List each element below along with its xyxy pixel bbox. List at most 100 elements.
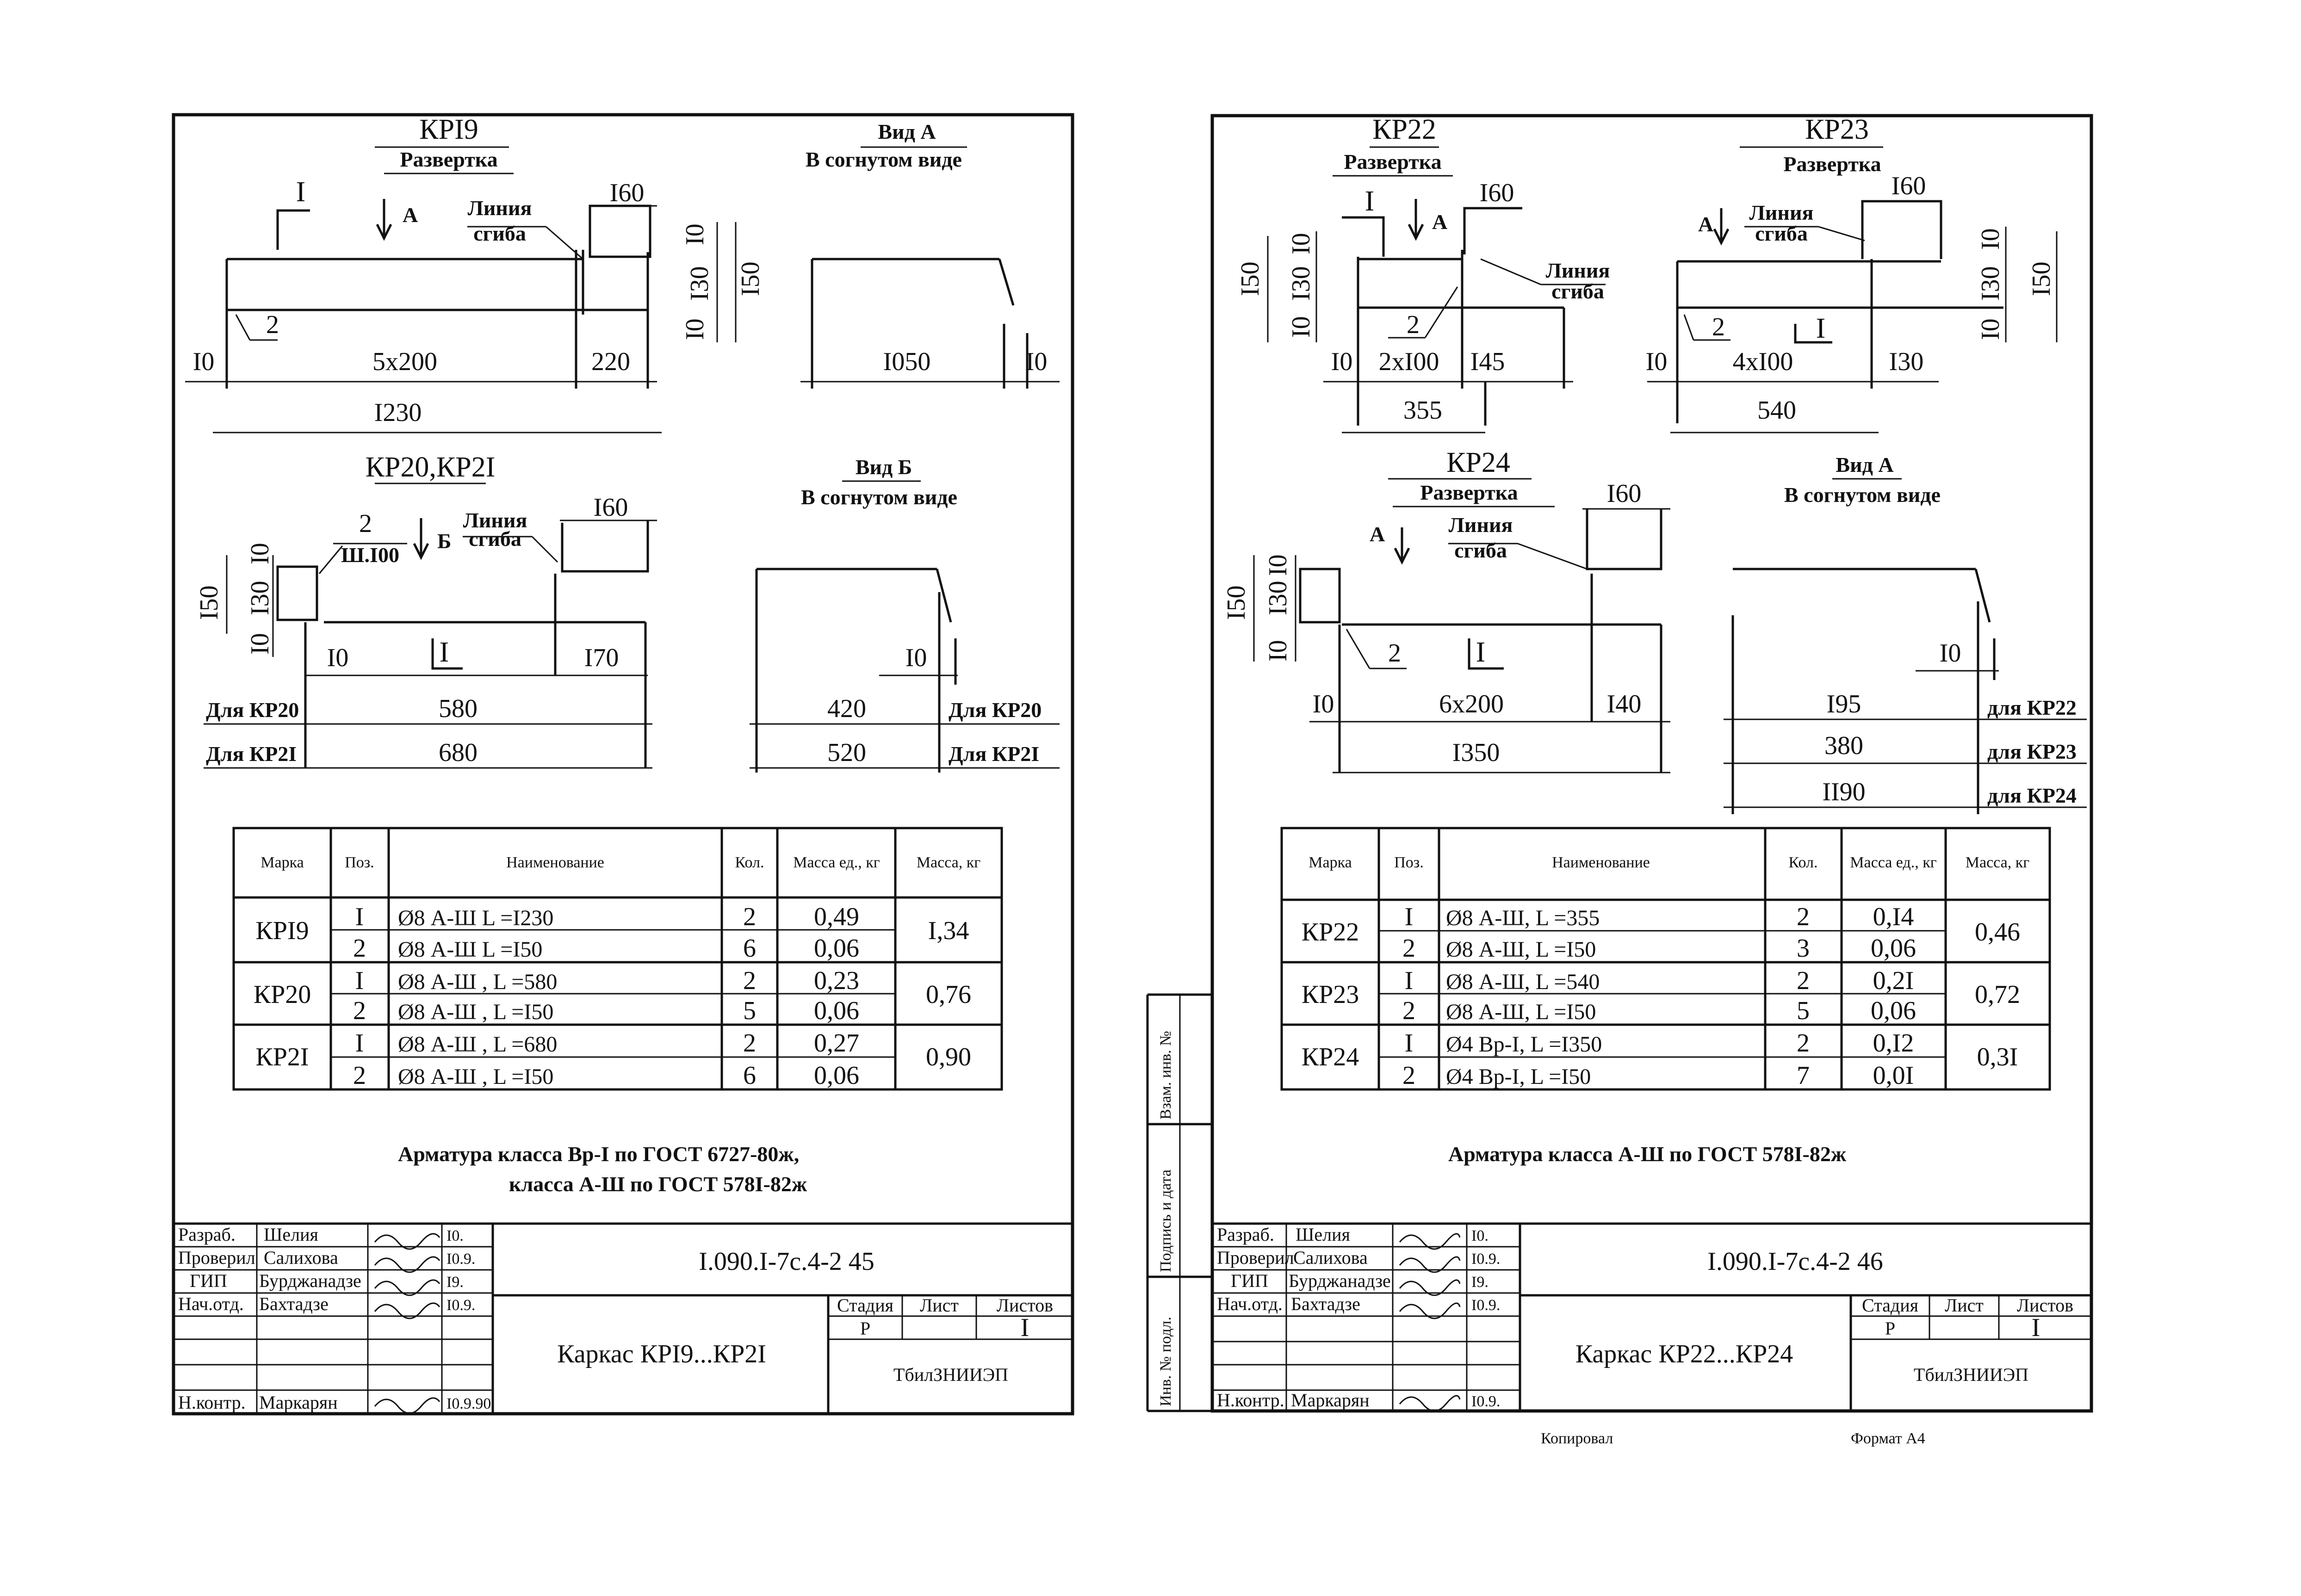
- row-name: Ø8 А-Ш L =I230: [398, 906, 553, 930]
- row-name: Ø8 А-Ш, L =540: [1446, 970, 1600, 994]
- dim-10: I0: [327, 643, 349, 672]
- mark-kr24: КР24: [1446, 447, 1510, 478]
- dim-160: I60: [1607, 479, 1642, 508]
- view-arrow-label: A: [1698, 212, 1713, 236]
- person-name: Бахтадзе: [1291, 1293, 1360, 1314]
- row-qty: 2: [743, 1029, 756, 1058]
- dim-150: I50: [1222, 585, 1251, 620]
- dim-10: I0: [246, 633, 274, 655]
- view-title: Вид Б: [856, 455, 912, 479]
- row-pos: I: [1405, 903, 1414, 931]
- table-row: КР20 I Ø8 А-Ш , L =580 2 0,23 2 Ø8 А-Ш ,…: [254, 966, 971, 1025]
- length-kr20: 580: [439, 694, 478, 723]
- dim-150: I50: [1236, 261, 1265, 296]
- dim-total: 540: [1757, 396, 1796, 425]
- row-qty: 2: [743, 903, 756, 931]
- table-row: КРI9 I Ø8 А-Ш L =I230 2 0,49 2 Ø8 А-Ш L …: [255, 903, 969, 963]
- mark-kr20-kr21: КР20,КР2I: [366, 452, 496, 483]
- label-for-kr24: для КР24: [1987, 784, 2077, 807]
- view-subtitle: В согнутом виде: [806, 148, 962, 171]
- person-name: Салихова: [264, 1247, 338, 1268]
- row-name: Ø8 А-Ш, L =355: [1446, 906, 1600, 930]
- signature: [374, 1302, 440, 1319]
- role-label: Проверил: [178, 1247, 255, 1268]
- view-subtitle: В согнутом виде: [801, 485, 957, 509]
- organization: ТбилЗНИИЭП: [1914, 1364, 2028, 1385]
- row-qty: 3: [1797, 934, 1810, 963]
- table-header: Наименование: [1552, 854, 1650, 871]
- dim-end: I0: [1940, 639, 1961, 668]
- signature: [374, 1397, 440, 1414]
- row-name: Ø8 А-Ш, L =I50: [1446, 937, 1596, 962]
- row-mark: КР2I: [255, 1043, 309, 1071]
- dim-150: I50: [195, 585, 223, 620]
- row-unit-mass: 0,06: [814, 934, 859, 963]
- row-qty: 6: [743, 1061, 756, 1090]
- length-kr22: I95: [1827, 690, 1861, 718]
- table-header: Масса, кг: [1966, 854, 2030, 871]
- row-unit-mass: 0,06: [814, 1061, 859, 1090]
- row-unit-mass: 0,06: [1871, 996, 1916, 1025]
- spec-table-right: Марка Поз. Наименование Кол. Масса ед., …: [1280, 827, 2051, 1091]
- dim-140: I40: [1607, 690, 1642, 718]
- row-pos: 2: [1402, 934, 1415, 963]
- dim-10: I0: [246, 543, 274, 564]
- dim-130: I30: [1889, 347, 1924, 376]
- mark-kr19: КРI9: [419, 114, 478, 145]
- drawing-kr23: КР23 Развертка A Линия сгиба I60 I0 I30 …: [1646, 114, 2058, 433]
- table-header: Поз.: [1394, 854, 1423, 871]
- signature: [374, 1233, 440, 1250]
- dim-10: I0: [1646, 347, 1668, 376]
- drawing-kr22: КР22 Развертка I A I60 Линия сгиба I0 I3…: [1236, 114, 1610, 433]
- dim-10: I0: [1264, 640, 1292, 662]
- view-title: Вид A: [878, 120, 936, 143]
- row-qty: 5: [743, 996, 756, 1025]
- role-label: Проверил: [1217, 1247, 1294, 1268]
- row-mark: КРI9: [255, 916, 309, 945]
- subtitle-unfold: Развертка: [1783, 152, 1881, 176]
- position-label: 2: [1388, 639, 1401, 668]
- signature: [374, 1279, 440, 1296]
- sign-date: I9.: [1471, 1274, 1489, 1291]
- section-label: I: [1476, 637, 1486, 668]
- row-mass: I,34: [928, 916, 969, 945]
- row-unit-mass: 0,0I: [1873, 1061, 1914, 1090]
- table-row: КР22 I Ø8 А-Ш, L =355 2 0,I4 2 Ø8 А-Ш, L…: [1302, 903, 2020, 963]
- footer-format: Формат А4: [1851, 1430, 1925, 1447]
- signature: [1399, 1233, 1461, 1250]
- row-name: Ø4 Вр-I, L =I350: [1446, 1032, 1602, 1057]
- spacing-label: Ш.I00: [341, 543, 399, 567]
- sheet-frame-left: [172, 113, 1074, 1416]
- stage-value: Р: [860, 1318, 870, 1339]
- dim-160: I60: [610, 179, 645, 207]
- person-name: Бахтадзе: [259, 1293, 329, 1314]
- spec-table-left: Марка Поз. Наименование Кол. Масса ед., …: [232, 827, 1003, 1091]
- bend-line-label: Линия: [1449, 513, 1513, 537]
- dim-end: I0: [906, 643, 927, 672]
- dim-160: I60: [594, 493, 628, 522]
- stage-value: Р: [1885, 1318, 1895, 1339]
- dim-10: I0: [1264, 554, 1292, 576]
- bend-line-label: сгиба: [473, 222, 526, 245]
- table-header: Масса, кг: [917, 854, 981, 871]
- sheets-label: Листов: [997, 1295, 1053, 1316]
- dim-145: I45: [1470, 347, 1505, 376]
- row-unit-mass: 0,2I: [1873, 966, 1914, 995]
- role-label: ГИП: [190, 1270, 227, 1291]
- table-header: Поз.: [345, 854, 374, 871]
- dim-160: I60: [1892, 172, 1926, 200]
- length-kr23: 380: [1824, 731, 1863, 760]
- row-mass: 0,76: [926, 980, 971, 1009]
- row-name: Ø8 А-Ш , L =580: [398, 970, 557, 994]
- table-header: Кол.: [1788, 854, 1817, 871]
- row-mark: КР24: [1302, 1043, 1359, 1071]
- person-name: Салихова: [1293, 1247, 1368, 1268]
- subtitle-unfold: Развертка: [1344, 150, 1441, 173]
- dim-10: I0: [1331, 347, 1353, 376]
- dim-220: 220: [591, 347, 630, 376]
- row-unit-mass: 0,06: [814, 996, 859, 1025]
- signature: [1399, 1395, 1461, 1412]
- label-for-kr21: Для КР2I: [949, 742, 1039, 766]
- view-a-left: Вид A В согнутом виде I050 I0: [800, 120, 1060, 389]
- table-header: Масса ед., кг: [1850, 854, 1936, 871]
